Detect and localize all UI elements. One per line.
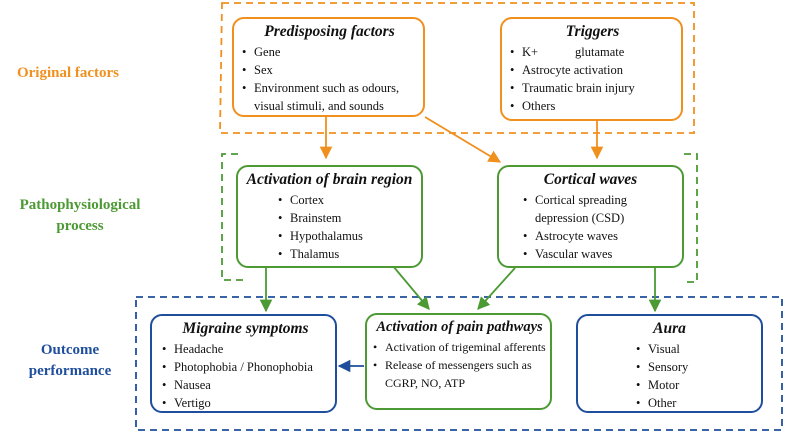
- predisposing-factors-box: Predisposing factors Gene Sex Environmen…: [232, 17, 425, 117]
- list-item: Thalamus: [278, 245, 415, 263]
- item-list: K+ glutamate Astrocyte activation Trauma…: [510, 43, 675, 115]
- side-label-line: performance: [28, 363, 112, 379]
- box-title: Migraine symptoms: [182, 320, 309, 337]
- box-title: Triggers: [565, 23, 620, 40]
- pain-pathways-box: Activation of pain pathways Activation o…: [365, 313, 552, 410]
- original-factors-frame: [219, 2, 695, 134]
- side-label-pathophysiological-process: Pathophysiological process: [0, 195, 160, 237]
- list-item: Vertigo: [162, 394, 329, 412]
- outcome-frame: [135, 296, 783, 431]
- side-label-original-factors: Original factors: [16, 65, 120, 81]
- list-item: Brainstem: [278, 209, 415, 227]
- arrow-cortical-to-pain: [477, 267, 516, 310]
- box-title: Activation of brain region: [246, 171, 413, 188]
- triggers-box: Triggers K+ glutamate Astrocyte activati…: [500, 17, 683, 121]
- list-item: Astrocyte waves: [523, 227, 676, 245]
- list-item: Hypothalamus: [278, 227, 415, 245]
- side-label-outcome-performance: Outcome performance: [0, 340, 140, 382]
- side-label-line: Pathophysiological: [19, 197, 141, 213]
- list-item: Activation of trigeminal afferents: [373, 338, 546, 356]
- list-item-continuation: CGRP, NO, ATP: [385, 376, 466, 390]
- aura-box: Aura Visual Sensory Motor Other: [576, 314, 763, 413]
- box-title: Predisposing factors: [264, 23, 395, 40]
- pathophysiological-frame: [221, 153, 248, 281]
- list-item: Nausea: [162, 376, 329, 394]
- list-item: Sensory: [636, 358, 755, 376]
- migraine-symptoms-box: Migraine symptoms Headache Photophobia /…: [150, 314, 337, 413]
- arrow-predisposing-to-cortical-waves: [424, 116, 502, 163]
- list-item: Release of messengers such as: [373, 356, 546, 374]
- side-label-line: Outcome: [40, 342, 100, 358]
- list-item: Cortex: [278, 191, 415, 209]
- pathophysiological-frame-right: [684, 153, 698, 283]
- box-title: Aura: [653, 320, 686, 337]
- item-list: Cortical spreading depression (CSD) Astr…: [523, 191, 676, 263]
- list-item: Environment such as odours,: [242, 79, 417, 97]
- list-item: Gene: [242, 43, 417, 61]
- item-list: Headache Photophobia / Phonophobia Nause…: [162, 340, 329, 412]
- box-title: Activation of pain pathways: [376, 319, 543, 335]
- list-item: Visual: [636, 340, 755, 358]
- list-item-continuation: visual stimuli, and sounds: [254, 99, 384, 113]
- list-item: Photophobia / Phonophobia: [162, 358, 329, 376]
- list-item: Other: [636, 394, 755, 412]
- item-list: Gene Sex Environment such as odours, vis…: [242, 43, 417, 115]
- list-item-continuation: depression (CSD): [535, 211, 625, 225]
- list-item: K+ glutamate: [510, 43, 675, 61]
- glutamate-label: glutamate: [575, 45, 625, 59]
- item-list: Visual Sensory Motor Other: [636, 340, 755, 412]
- list-item: Others: [510, 97, 675, 115]
- side-label-line: process: [56, 218, 104, 234]
- list-item: Sex: [242, 61, 417, 79]
- list-item: Astrocyte activation: [510, 61, 675, 79]
- list-item: Cortical spreading: [523, 191, 676, 209]
- list-item: Motor: [636, 376, 755, 394]
- brain-region-box: Activation of brain region Cortex Brains…: [236, 165, 423, 268]
- arrow-brain-region-to-pain: [392, 265, 430, 310]
- item-list: Activation of trigeminal afferents Relea…: [373, 338, 546, 392]
- cortical-waves-box: Cortical waves Cortical spreading depres…: [497, 165, 684, 268]
- list-item: Headache: [162, 340, 329, 358]
- box-title: Cortical waves: [543, 171, 638, 188]
- item-list: Cortex Brainstem Hypothalamus Thalamus: [278, 191, 415, 263]
- list-item: Traumatic brain injury: [510, 79, 675, 97]
- list-item: Vascular waves: [523, 245, 676, 263]
- k-plus-label: K+: [522, 45, 539, 59]
